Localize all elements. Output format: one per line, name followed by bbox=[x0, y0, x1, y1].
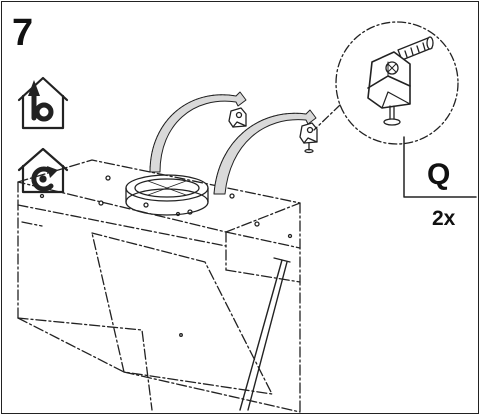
cooker-hood bbox=[17, 159, 301, 413]
part-label-bracket bbox=[403, 136, 477, 198]
house-exhaust-duct-icon bbox=[17, 76, 69, 130]
clip-part-small-2 bbox=[299, 122, 318, 154]
house-recirculation-icon bbox=[17, 147, 69, 194]
clip-part-small-1 bbox=[228, 107, 247, 128]
part-letter: Q bbox=[427, 158, 451, 191]
insertion-arrow-2 bbox=[213, 109, 317, 195]
clip-part-magnified bbox=[367, 36, 434, 126]
duct-connector bbox=[125, 174, 209, 217]
part-quantity: 2x bbox=[432, 207, 456, 230]
centre-mark bbox=[179, 333, 183, 337]
step-number: 7 bbox=[12, 12, 34, 54]
glass-panel-edge bbox=[239, 257, 291, 411]
insertion-arrow-1 bbox=[149, 91, 247, 173]
screw-holes bbox=[39, 175, 293, 239]
zoom-detail-circle bbox=[313, 21, 459, 145]
